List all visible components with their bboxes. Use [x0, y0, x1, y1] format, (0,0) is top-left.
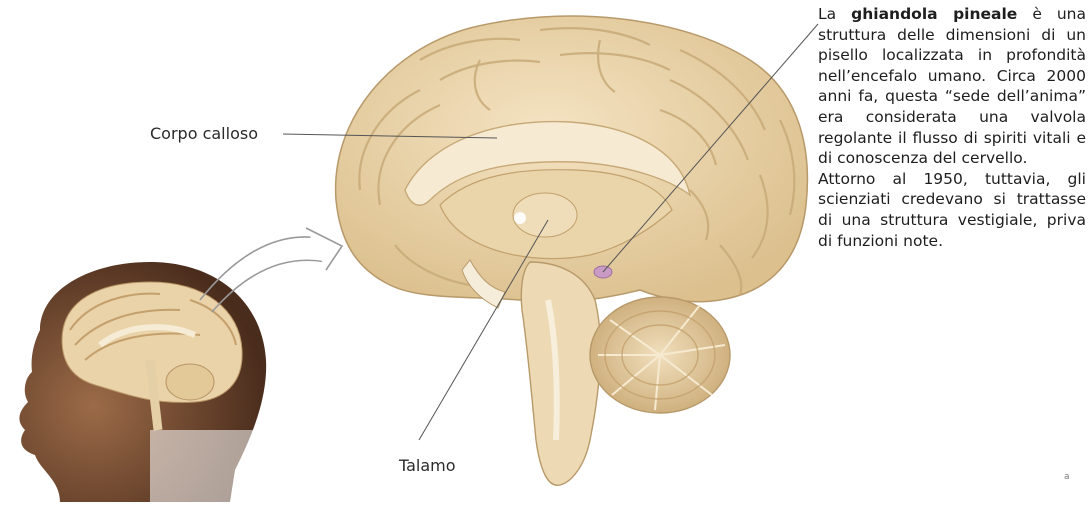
- large-brain: [336, 16, 808, 485]
- caption-body: è una struttura delle dimensioni di un p…: [818, 5, 1086, 167]
- caption-text: La ghiandola pineale è una struttura del…: [818, 4, 1086, 251]
- head-silhouette: [19, 262, 270, 502]
- corner-mark: a: [1064, 472, 1070, 482]
- label-talamo: Talamo: [399, 456, 456, 475]
- caption-lead: La: [818, 5, 851, 23]
- caption-paragraph-1: La ghiandola pineale è una struttura del…: [818, 4, 1086, 169]
- caption-paragraph-2: Attorno al 1950, tuttavia, gli scienziat…: [818, 169, 1086, 251]
- caption-term: ghiandola pineale: [851, 5, 1017, 23]
- label-corpo-calloso: Corpo calloso: [150, 124, 258, 143]
